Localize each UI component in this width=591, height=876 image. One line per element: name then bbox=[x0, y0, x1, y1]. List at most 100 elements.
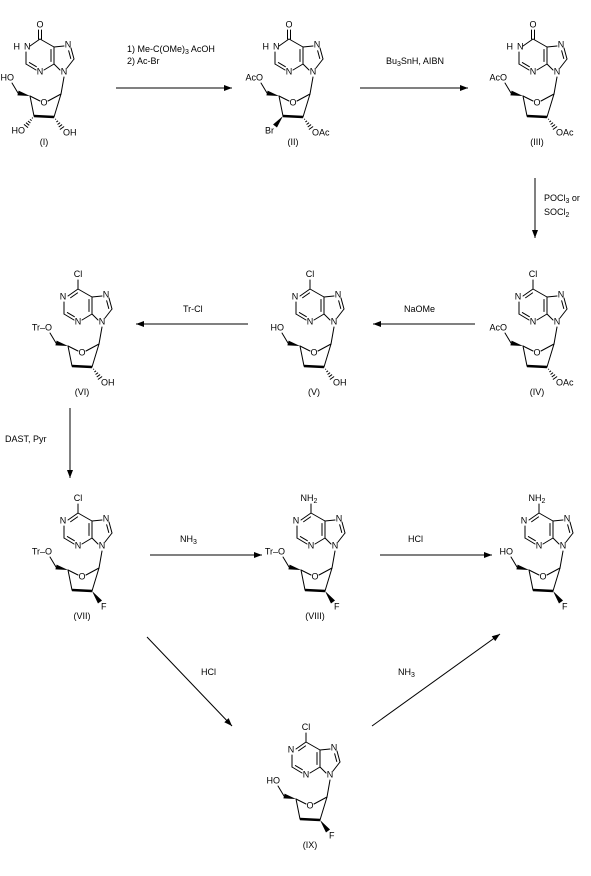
hash-bond bbox=[95, 372, 99, 375]
bond bbox=[542, 537, 554, 545]
double-bond bbox=[303, 516, 312, 523]
c2-substituent-label: F bbox=[101, 601, 107, 611]
double-bond bbox=[334, 753, 338, 762]
bond bbox=[66, 58, 75, 69]
compound-label: (VII) bbox=[74, 611, 91, 621]
wedge-bond bbox=[287, 340, 300, 346]
bond bbox=[67, 345, 73, 367]
bond bbox=[104, 308, 113, 319]
bond bbox=[278, 95, 284, 117]
bond bbox=[291, 766, 303, 774]
bond bbox=[337, 532, 346, 543]
nitrogen-label: N bbox=[310, 66, 317, 76]
bond bbox=[319, 766, 327, 774]
bond bbox=[309, 288, 325, 298]
nitrogen-label: N bbox=[37, 66, 44, 76]
bond bbox=[569, 521, 574, 534]
bond bbox=[546, 93, 555, 118]
double-bond bbox=[277, 62, 286, 68]
bond bbox=[81, 313, 93, 321]
c2-substituent-label: F bbox=[329, 830, 335, 840]
hash-bond bbox=[305, 120, 308, 123]
bold-bond bbox=[71, 364, 93, 369]
ring-oxygen-label: O bbox=[533, 347, 540, 357]
hash-bond bbox=[329, 376, 335, 380]
c5-substituent-label: AcO bbox=[489, 72, 507, 82]
nitrogen-label: N bbox=[331, 316, 338, 326]
c2-substituent-label: F bbox=[334, 601, 340, 611]
reagent-step2: Bu3SnH, AIBN bbox=[386, 56, 444, 68]
reagent-step4: NaOMe bbox=[404, 304, 435, 314]
bond bbox=[313, 313, 325, 321]
bond bbox=[49, 332, 57, 344]
bond bbox=[302, 93, 311, 118]
hash-bond bbox=[57, 122, 61, 125]
bond bbox=[296, 537, 308, 545]
bold-bond bbox=[71, 588, 93, 593]
nitrogen-label: N bbox=[292, 291, 299, 301]
double-bond bbox=[525, 292, 534, 299]
c6-oxygen-label: O bbox=[285, 19, 292, 29]
double-bond bbox=[68, 50, 72, 59]
arrow-iii-to-iv-head bbox=[532, 230, 538, 238]
bond bbox=[518, 313, 530, 321]
bond bbox=[540, 343, 555, 352]
bond bbox=[309, 766, 321, 774]
bond bbox=[29, 95, 35, 117]
hash-bond bbox=[92, 368, 95, 370]
hash-bond bbox=[547, 118, 550, 120]
bond bbox=[552, 537, 560, 545]
hash-bond bbox=[549, 120, 552, 123]
compound-label: (I) bbox=[40, 137, 49, 147]
double-bond bbox=[298, 312, 307, 318]
wedge-bond bbox=[266, 90, 279, 96]
bond bbox=[546, 63, 554, 71]
bond bbox=[67, 288, 79, 297]
bond bbox=[11, 82, 19, 94]
hash-bond bbox=[327, 372, 331, 375]
bond bbox=[528, 569, 540, 576]
c6-oxygen-label: O bbox=[529, 19, 536, 29]
double-bond bbox=[317, 50, 321, 59]
bond bbox=[310, 512, 326, 522]
bond bbox=[98, 550, 103, 569]
hash-bond bbox=[303, 118, 306, 120]
c2-substituent-label: OAc bbox=[556, 377, 574, 387]
nitrogen-label: N bbox=[327, 769, 334, 779]
n1-label: N bbox=[24, 41, 31, 51]
reagent-step5: Tr-Cl bbox=[183, 304, 203, 314]
nh-hydrogen-label: H bbox=[14, 41, 21, 51]
c6-substituent-label: Cl bbox=[74, 269, 83, 279]
bond bbox=[292, 63, 304, 71]
bond bbox=[67, 345, 79, 352]
compound-label: (III) bbox=[530, 137, 544, 147]
double-bond bbox=[70, 516, 79, 523]
bond bbox=[324, 567, 333, 592]
nitrogen-label: N bbox=[103, 513, 110, 523]
bond bbox=[536, 63, 548, 71]
c2-substituent-label: OH bbox=[101, 377, 115, 387]
nitrogen-label: N bbox=[288, 744, 295, 754]
hash-bond bbox=[23, 123, 29, 129]
arrow-iv-to-v-head bbox=[373, 321, 381, 327]
c5-substituent-label: HO bbox=[271, 322, 285, 332]
bond bbox=[288, 38, 304, 48]
c5-substituent-label: HO bbox=[1, 72, 15, 82]
double-bond bbox=[338, 300, 342, 309]
double-bond bbox=[527, 536, 536, 542]
c6-substituent-label: Cl bbox=[529, 269, 538, 279]
bond bbox=[314, 537, 326, 545]
hash-bond bbox=[328, 374, 333, 378]
double-bond bbox=[66, 536, 75, 542]
compound-label: (IV) bbox=[530, 387, 545, 397]
bond bbox=[63, 313, 75, 321]
arrow-ii-to-iii-head bbox=[460, 85, 468, 91]
arrows bbox=[67, 85, 538, 727]
bond bbox=[504, 82, 512, 94]
bond bbox=[91, 343, 100, 368]
double-bond bbox=[521, 312, 530, 318]
hash-bond bbox=[58, 124, 63, 128]
bond bbox=[91, 295, 103, 298]
